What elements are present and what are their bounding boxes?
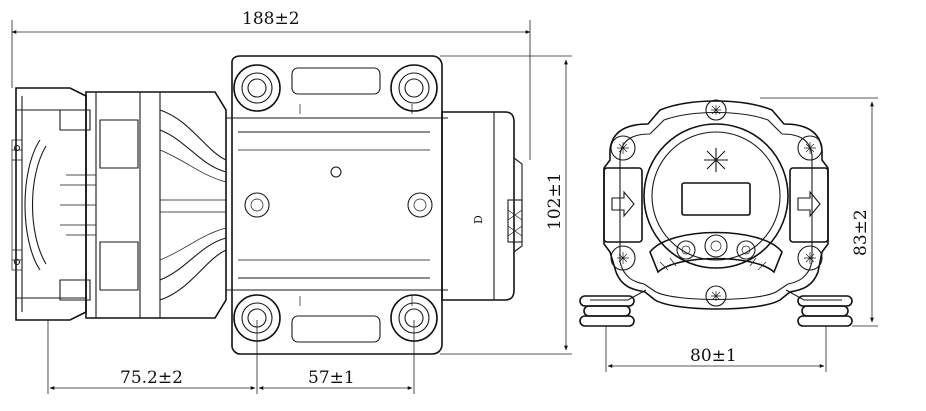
dimension-height-side: 83±2 [760, 97, 878, 327]
mount-boss-top-right [390, 64, 438, 112]
dimension-label-mount-spacing-side: 80±1 [690, 346, 737, 366]
pump-top-view: D 188±2 102±1 75.2±2 57±1 [11, 9, 572, 394]
rubber-foot-right [785, 289, 853, 327]
dimension-label-body-height: 102±1 [545, 172, 565, 230]
diaphragm-housing [59, 91, 227, 319]
outlet-port [789, 167, 829, 243]
motor-mark: D [472, 215, 485, 224]
dimension-mount-spacing-long: 57±1 [258, 368, 413, 390]
torx-screws [610, 99, 823, 307]
end-housing [603, 100, 829, 310]
dimension-mount-spacing-side: 80±1 [605, 326, 827, 372]
pump-head-cap [11, 87, 87, 321]
motor-body: D [441, 111, 523, 301]
dimension-label-mount-spacing-long: 57±1 [308, 368, 355, 388]
rubber-foot-left [579, 289, 647, 327]
dimension-label-overall-length: 188±2 [242, 9, 300, 29]
mount-boss-top-left [233, 64, 281, 112]
dimension-body-height: 102±1 [440, 55, 572, 355]
dimension-label-height-side: 83±2 [851, 209, 871, 256]
display-window [681, 182, 751, 216]
inlet-port [603, 167, 643, 243]
star-symbol-icon [704, 148, 728, 172]
dimension-label-mount-offset: 75.2±2 [120, 368, 183, 388]
dimension-mount-offset: 75.2±2 [47, 320, 415, 394]
terminal-arc [649, 231, 783, 274]
mounting-block [226, 55, 448, 355]
dimension-overall-length: 188±2 [11, 9, 531, 160]
pump-end-view: 83±2 80±1 [579, 97, 878, 372]
